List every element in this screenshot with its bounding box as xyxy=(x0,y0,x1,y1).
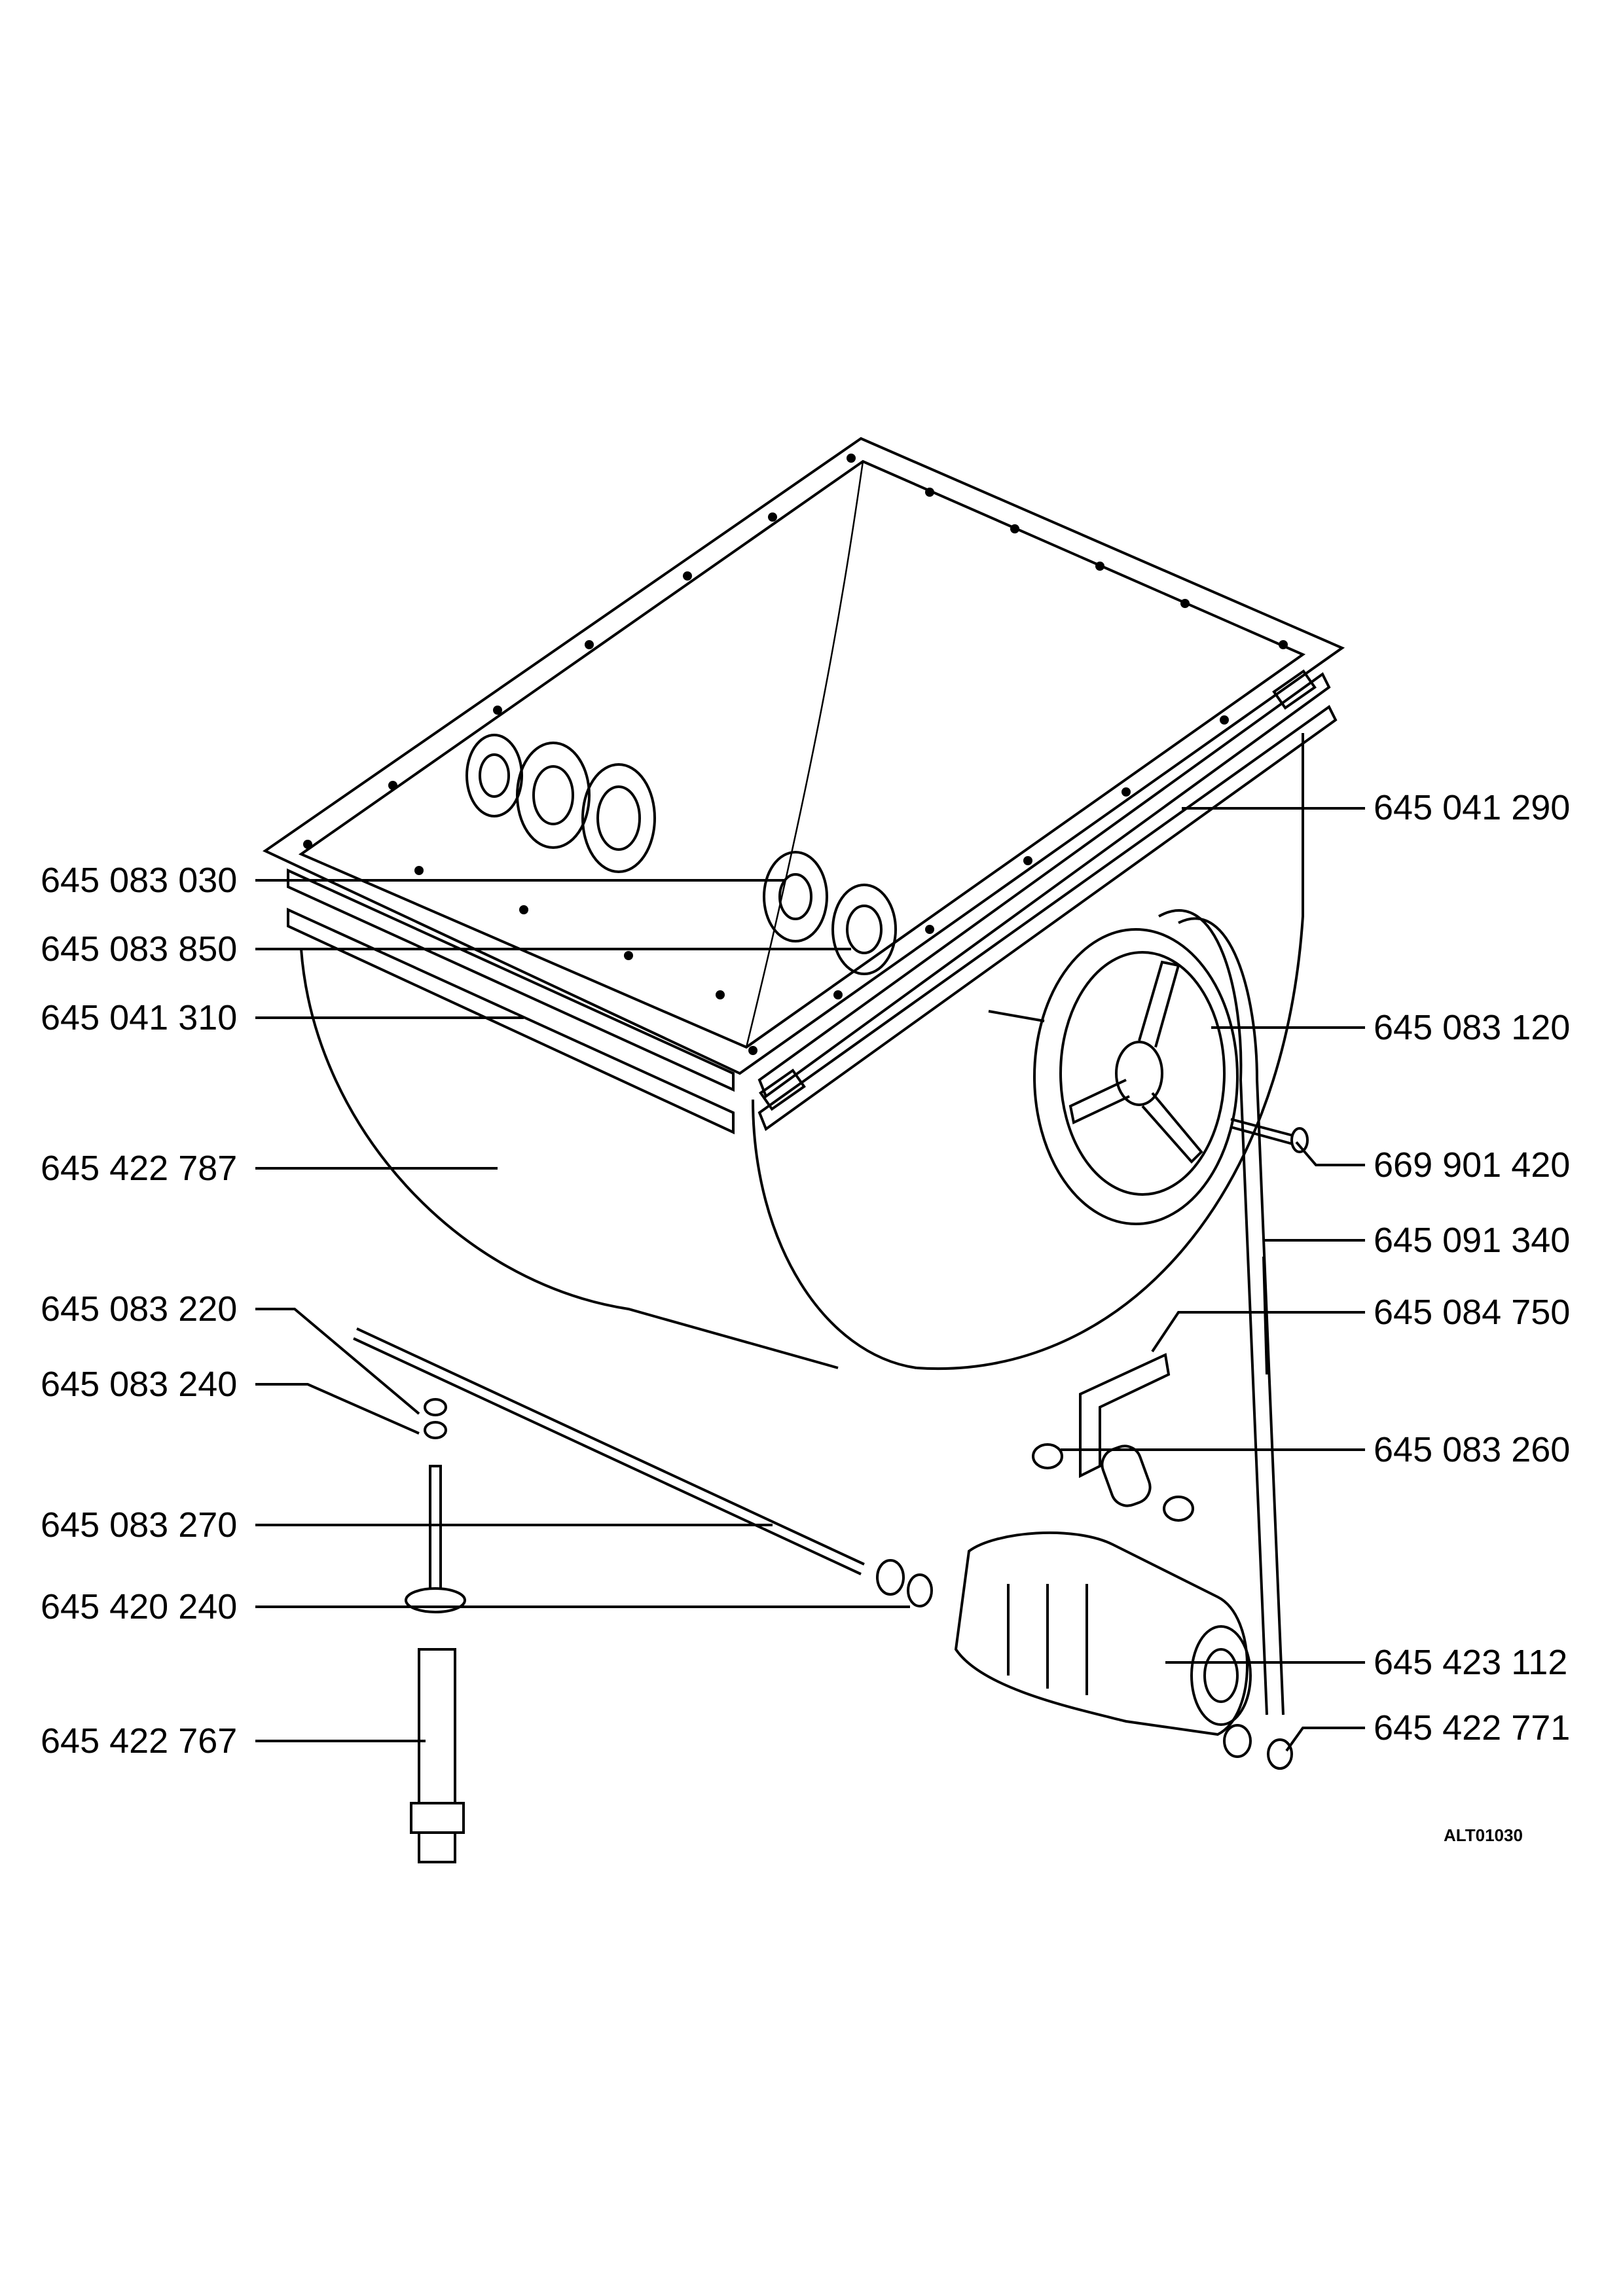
label-645-083-850: 645 083 850 xyxy=(41,929,237,969)
motor xyxy=(954,1531,1293,1770)
label-645-084-750: 645 084 750 xyxy=(1374,1293,1570,1332)
belt xyxy=(1158,909,1285,1715)
label-645-422-771: 645 422 771 xyxy=(1374,1708,1570,1748)
label-645-083-270: 645 083 270 xyxy=(41,1505,237,1545)
pulley xyxy=(988,928,1239,1225)
label-645-083-260: 645 083 260 xyxy=(1374,1430,1570,1469)
screw xyxy=(1230,1118,1309,1153)
label-645-041-290: 645 041 290 xyxy=(1374,788,1570,827)
leader-lines xyxy=(255,807,1365,1752)
label-645-083-220: 645 083 220 xyxy=(41,1289,237,1329)
reference-code: ALT01030 xyxy=(1444,1825,1523,1845)
label-645-083-030: 645 083 030 xyxy=(41,861,237,900)
label-645-091-340: 645 091 340 xyxy=(1374,1221,1570,1260)
tub-drawing xyxy=(263,437,1345,1715)
lower-parts-drawing xyxy=(353,1327,1293,1863)
label-645-422-767: 645 422 767 xyxy=(41,1721,237,1761)
label-669-901-420: 669 901 420 xyxy=(1374,1145,1570,1185)
bearing-rings xyxy=(465,734,897,975)
label-645-423-112: 645 423 112 xyxy=(1374,1643,1567,1682)
label-645-083-120: 645 083 120 xyxy=(1374,1008,1570,1047)
label-645-422-787: 645 422 787 xyxy=(41,1149,237,1188)
label-645-420-240: 645 420 240 xyxy=(41,1587,237,1626)
label-645-041-310: 645 041 310 xyxy=(41,998,237,1037)
label-645-083-240: 645 083 240 xyxy=(41,1365,237,1404)
part-labels: 645 041 290 645 083 030 645 083 850 645 … xyxy=(41,788,1570,1845)
